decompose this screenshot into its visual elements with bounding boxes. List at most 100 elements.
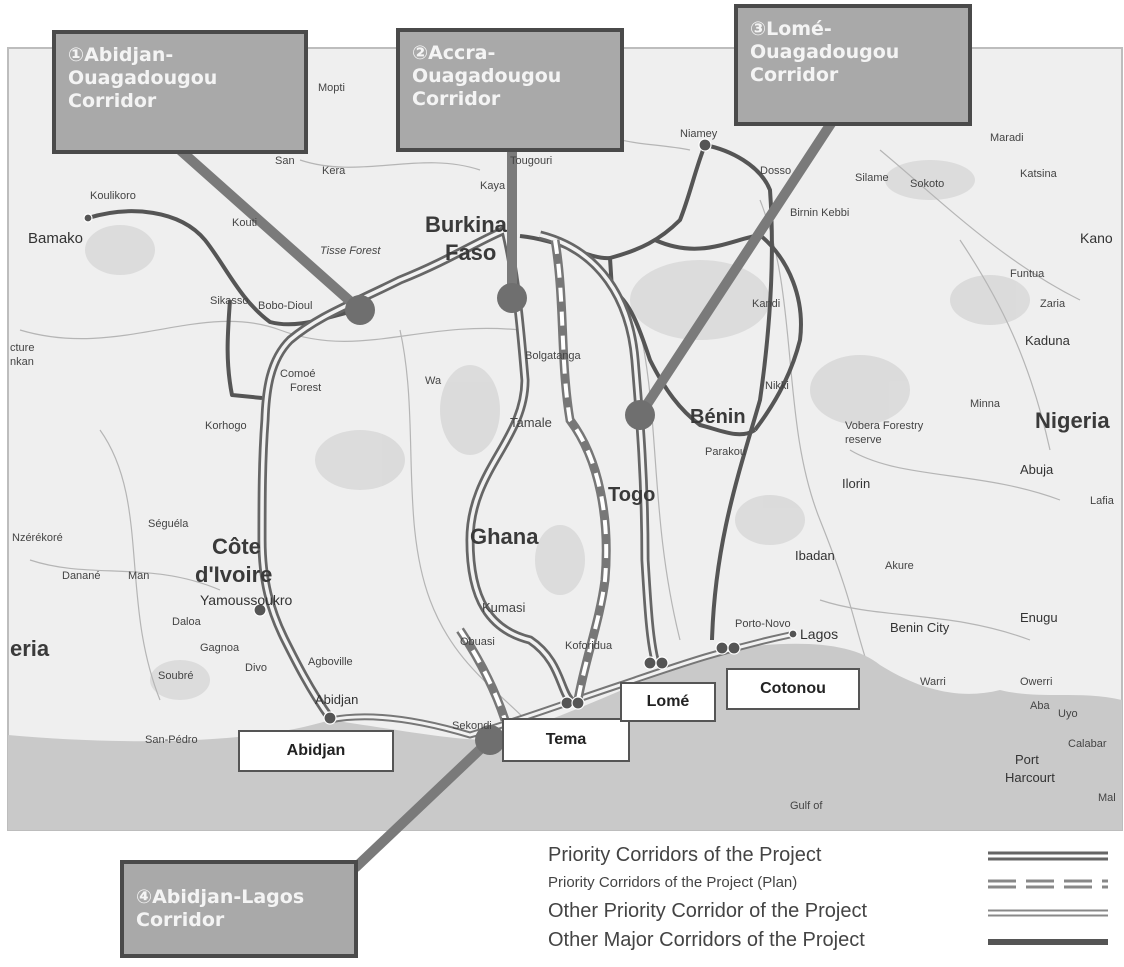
callout-lome-ouagadougou: ③Lomé- Ouagadougou Corridor bbox=[734, 4, 972, 126]
label-owerri: Owerri bbox=[1020, 676, 1053, 688]
callout-4-line-2: Corridor bbox=[136, 909, 225, 931]
city-nodes bbox=[83, 138, 798, 725]
other-major-corridors bbox=[87, 143, 803, 641]
callout-2-line-1: ②Accra- bbox=[412, 42, 496, 64]
port-label-tema: Tema bbox=[502, 718, 630, 762]
label-ibadan: Ibadan bbox=[795, 548, 835, 563]
label-danane: Danané bbox=[62, 570, 101, 582]
label-akure: Akure bbox=[885, 560, 914, 572]
label-kandi: Kandi bbox=[752, 298, 781, 310]
label-lafia: Lafia bbox=[1090, 495, 1114, 507]
label-togo: Togo bbox=[608, 484, 656, 506]
label-ghana: Ghana bbox=[470, 524, 539, 549]
label-abuja: Abuja bbox=[1020, 462, 1054, 477]
label-kano: Kano bbox=[1080, 230, 1113, 246]
label-comoe: Comoé bbox=[280, 368, 316, 380]
label-silame: Silame bbox=[855, 172, 889, 184]
label-benin-city: Benin City bbox=[890, 620, 950, 635]
label-zaria: Zaria bbox=[1040, 298, 1066, 310]
legend-item-other-priority: Other Priority Corridor of the Project bbox=[548, 900, 1108, 929]
label-koforidua: Koforidua bbox=[565, 640, 613, 652]
label-dosso: Dosso bbox=[760, 165, 792, 177]
label-gulf-of: Gulf of bbox=[790, 800, 823, 812]
callout-1-line-1: ①Abidjan- bbox=[68, 44, 174, 66]
label-gagnoa: Gagnoa bbox=[200, 642, 240, 654]
label-obuasi: Obuasi bbox=[460, 636, 495, 648]
label-nigeria: Nigeria bbox=[1035, 408, 1110, 433]
label-forest: Forest bbox=[290, 382, 322, 394]
priority-corridors-plan bbox=[456, 239, 611, 722]
legend-item-priority: Priority Corridors of the Project bbox=[548, 844, 1108, 872]
callout-3-line-2: Ouagadougou bbox=[750, 41, 900, 63]
label-vobera: Vobera Forestry bbox=[845, 420, 924, 432]
callout-accra-ouagadougou: ②Accra- Ouagadougou Corridor bbox=[396, 28, 624, 152]
label-tamale: Tamale bbox=[510, 415, 552, 430]
label-agboville: Agboville bbox=[308, 656, 353, 668]
label-bolgatanga: Bolgatanga bbox=[525, 350, 581, 362]
label-maradi: Maradi bbox=[990, 132, 1024, 144]
label-burkina: Burkina bbox=[425, 212, 507, 237]
label-niamey: Niamey bbox=[680, 128, 718, 140]
label-sokoto: Sokoto bbox=[910, 178, 945, 190]
label-san: San bbox=[275, 155, 295, 167]
label-kaduna: Kaduna bbox=[1025, 333, 1070, 348]
label-port: Port bbox=[1015, 752, 1039, 767]
label-funtua: Funtua bbox=[1010, 268, 1045, 280]
label-san-pedro: San-Pédro bbox=[145, 734, 198, 746]
label-soubre: Soubré bbox=[158, 670, 194, 682]
legend-label-priority: Priority Corridors of the Project bbox=[548, 844, 822, 866]
label-nikki: Nikki bbox=[765, 380, 789, 392]
callout-abidjan-lagos: ④Abidjan-Lagos Corridor bbox=[120, 860, 358, 958]
callout-3-line-1: ③Lomé- bbox=[750, 18, 832, 40]
label-koulikoro: Koulikoro bbox=[90, 190, 136, 202]
callout-4-line-1: ④Abidjan-Lagos bbox=[136, 886, 305, 908]
priority-corridors bbox=[257, 225, 660, 721]
callout-1-line-3: Corridor bbox=[68, 90, 157, 112]
label-kumasi: Kumasi bbox=[482, 600, 526, 615]
terrain-patches bbox=[85, 160, 1030, 700]
label-minna: Minna bbox=[970, 398, 1000, 410]
label-nzerekore: Nzérékoré bbox=[12, 532, 63, 544]
port-label-cotonou: Cotonou bbox=[726, 668, 860, 710]
label-cture: cture bbox=[10, 342, 35, 354]
label-tougouri: Tougouri bbox=[510, 155, 553, 167]
label-wa: Wa bbox=[425, 375, 442, 387]
label-liberia: eria bbox=[10, 636, 50, 661]
corridor-hubs bbox=[345, 283, 655, 755]
port-label-abidjan: Abidjan bbox=[238, 730, 394, 772]
label-uyo: Uyo bbox=[1058, 708, 1078, 720]
callout-3-line-3: Corridor bbox=[750, 64, 839, 86]
label-daloa: Daloa bbox=[172, 616, 201, 628]
label-mali-edge: Mal bbox=[1098, 792, 1116, 804]
label-sikasso: Sikasso bbox=[210, 295, 249, 307]
map-legend: Priority Corridors of the Project Priori… bbox=[548, 844, 1108, 958]
callout-1-line-2: Ouagadougou bbox=[68, 67, 218, 89]
label-abidjan-map: Abidjan bbox=[315, 692, 359, 707]
label-sekondi: Sekondi bbox=[452, 720, 492, 732]
label-birnin-kebbi: Birnin Kebbi bbox=[790, 207, 850, 219]
callout-abidjan-ouagadougou: ①Abidjan- Ouagadougou Corridor bbox=[52, 30, 308, 154]
callout-leaders bbox=[176, 119, 837, 872]
label-reserve: reserve bbox=[845, 434, 882, 446]
label-man: Man bbox=[128, 570, 150, 582]
label-ilorin: Ilorin bbox=[842, 476, 871, 491]
legend-item-priority-plan: Priority Corridors of the Project (Plan) bbox=[548, 872, 1108, 900]
label-nkan: nkan bbox=[10, 356, 34, 368]
legend-label-other-priority: Other Priority Corridor of the Project bbox=[548, 900, 867, 922]
port-label-lome: Lomé bbox=[620, 682, 716, 722]
label-katsina: Katsina bbox=[1020, 168, 1057, 180]
label-seguela: Séguéla bbox=[148, 518, 189, 530]
label-kera: Kera bbox=[322, 165, 346, 177]
label-koutiala: Kouti bbox=[232, 217, 258, 229]
label-mopti: Mopti bbox=[318, 82, 345, 94]
label-enugu: Enugu bbox=[1020, 610, 1058, 625]
legend-swatches bbox=[988, 851, 1108, 945]
label-aba: Aba bbox=[1030, 700, 1050, 712]
label-warri: Warri bbox=[920, 676, 946, 688]
label-faso: Faso bbox=[445, 240, 497, 265]
label-bamako: Bamako bbox=[28, 230, 84, 247]
label-porto-novo: Porto-Novo bbox=[735, 618, 791, 630]
label-bobo: Bobo-Dioul bbox=[258, 300, 313, 312]
label-tisse-forest: Tisse Forest bbox=[320, 245, 381, 257]
label-cote: Côte bbox=[212, 534, 261, 559]
